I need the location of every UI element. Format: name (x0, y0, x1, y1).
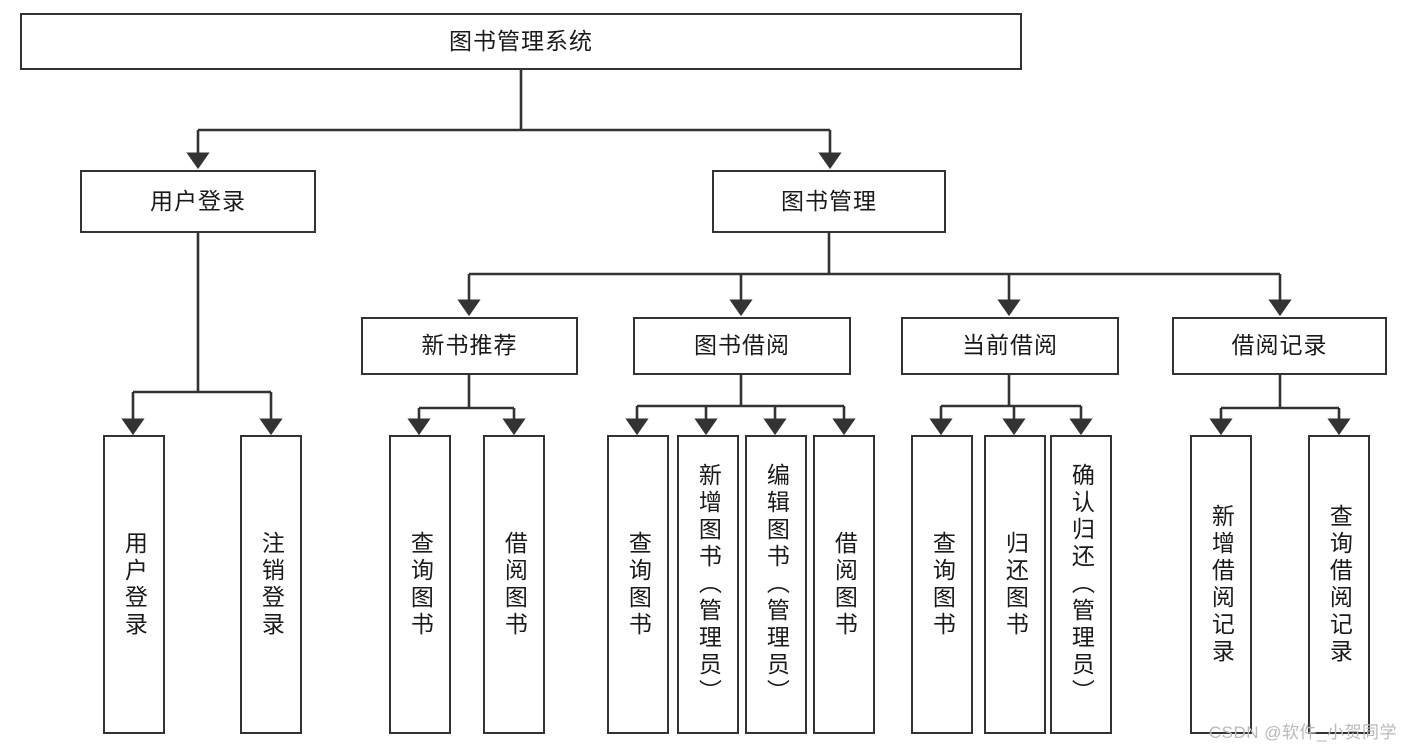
node-root-system[interactable]: 图书管理系统 (20, 13, 1022, 70)
node-label: 图书管理 (781, 187, 877, 214)
node-leaf-logout[interactable]: 注销登录 (240, 435, 302, 734)
node-book-manage[interactable]: 图书管理 (712, 170, 946, 233)
node-new-book-recommend[interactable]: 新书推荐 (361, 317, 578, 375)
node-label: 借阅图书 (831, 530, 858, 639)
node-leaf-query-book-3[interactable]: 查询图书 (911, 435, 973, 734)
node-book-borrow[interactable]: 图书借阅 (633, 317, 851, 375)
node-leaf-add-book[interactable]: 新增图书（管理员） (677, 435, 739, 734)
node-label: 新书推荐 (421, 332, 518, 359)
watermark-text: CSDN @软件_小贺同学 (1208, 723, 1397, 742)
node-leaf-borrow-book-2[interactable]: 借阅图书 (813, 435, 875, 734)
node-leaf-confirm-return[interactable]: 确认归还（管理员） (1050, 435, 1112, 734)
node-leaf-return-book[interactable]: 归还图书 (984, 435, 1046, 734)
node-leaf-query-book-2[interactable]: 查询图书 (607, 435, 669, 734)
node-label: 确认归还（管理员） (1068, 463, 1095, 706)
node-leaf-user-login[interactable]: 用户登录 (103, 435, 165, 734)
node-label: 借阅记录 (1231, 332, 1328, 359)
node-label: 查询借阅记录 (1326, 503, 1353, 666)
node-label: 图书借阅 (694, 332, 790, 359)
node-leaf-edit-book[interactable]: 编辑图书（管理员） (745, 435, 807, 734)
node-current-borrow[interactable]: 当前借阅 (901, 317, 1119, 375)
node-user-login[interactable]: 用户登录 (80, 170, 316, 233)
node-label: 新增图书（管理员） (695, 463, 722, 706)
node-label: 当前借阅 (962, 332, 1058, 359)
node-label: 用户登录 (121, 530, 148, 639)
node-label: 新增借阅记录 (1208, 503, 1235, 666)
node-leaf-borrow-book-1[interactable]: 借阅图书 (483, 435, 545, 734)
node-label: 编辑图书（管理员） (763, 463, 790, 706)
node-label: 用户登录 (150, 187, 246, 214)
node-label: 借阅图书 (501, 530, 528, 639)
node-leaf-query-book-1[interactable]: 查询图书 (389, 435, 451, 734)
node-leaf-query-borrow-record[interactable]: 查询借阅记录 (1308, 435, 1370, 734)
node-label: 查询图书 (407, 530, 434, 639)
node-label: 注销登录 (258, 530, 285, 639)
node-label: 图书管理系统 (449, 27, 593, 54)
node-leaf-add-borrow-record[interactable]: 新增借阅记录 (1190, 435, 1252, 734)
node-borrow-record[interactable]: 借阅记录 (1172, 317, 1387, 375)
node-label: 查询图书 (929, 530, 956, 639)
node-label: 归还图书 (1002, 530, 1029, 639)
node-label: 查询图书 (625, 530, 652, 639)
